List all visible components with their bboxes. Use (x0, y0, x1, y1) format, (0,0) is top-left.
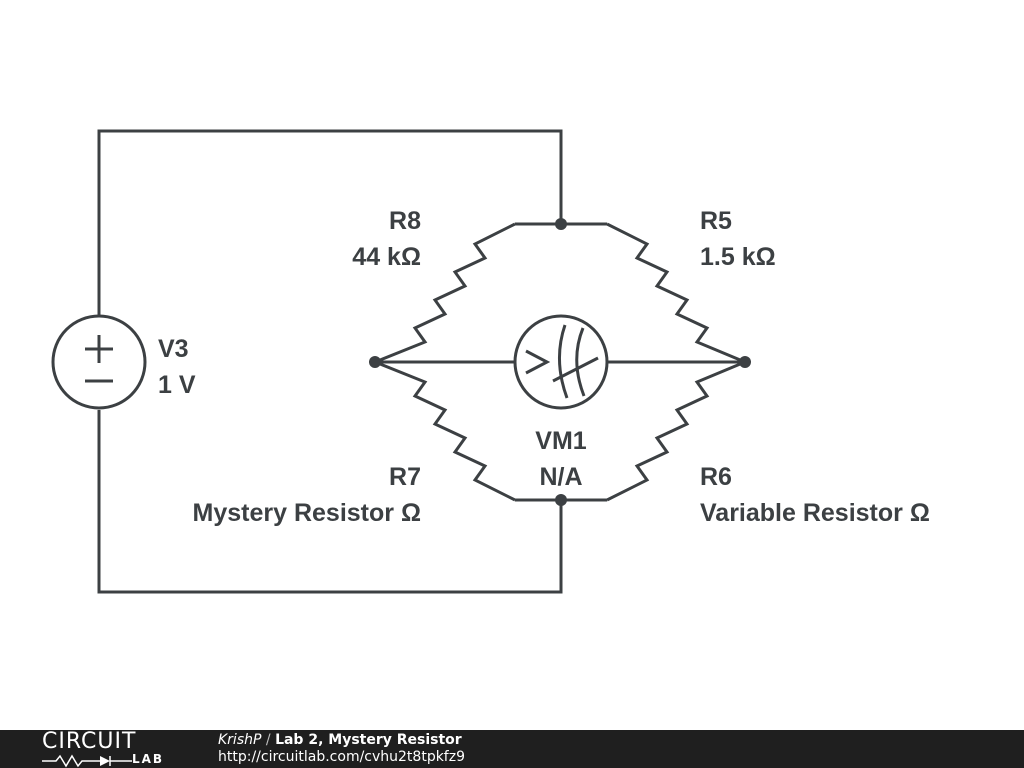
resistor-r8 (374, 222, 516, 364)
circuitlab-logo[interactable]: CIRCUIT LAB (42, 729, 182, 768)
r8-value: 44 kΩ (352, 243, 421, 271)
resistor-r5 (606, 222, 746, 364)
node-top (555, 218, 567, 230)
circuit-url[interactable]: http://circuitlab.com/cvhu2t8tpkfz9 (218, 749, 465, 765)
circuit-credit: KrishP / Lab 2, Mystery Resistor http://… (218, 732, 465, 766)
node-left (369, 356, 381, 368)
r5-name: R5 (700, 207, 732, 235)
wire-top-loop (97, 129, 563, 316)
footer-bar: CIRCUIT LAB KrishP / Lab 2, Mystery Resi… (0, 730, 1024, 768)
r5-value: 1.5 kΩ (700, 243, 776, 271)
node-bottom (555, 494, 567, 506)
voltmeter-arrow-icon (525, 349, 551, 375)
voltmeter-vm1 (513, 314, 609, 410)
credit-line: KrishP / Lab 2, Mystery Resistor (218, 732, 465, 749)
vm1-value: N/A (539, 463, 582, 491)
resistor-r6 (606, 360, 746, 502)
vm1-name: VM1 (535, 427, 587, 455)
resistor-r7 (374, 360, 516, 502)
r6-name: R6 (700, 463, 732, 491)
v3-name: V3 (158, 335, 189, 363)
logo-text-lab: LAB (132, 752, 165, 766)
author-link[interactable]: KrishP (218, 732, 262, 748)
voltage-source-circle (51, 314, 147, 410)
r8-name: R8 (389, 207, 421, 235)
wire-bottom-loop (97, 410, 563, 594)
logo-text-circuit: CIRCUIT (42, 729, 137, 754)
voltmeter-needle (552, 356, 599, 383)
circuit-schematic: V3 1 V R8 44 kΩ R5 1.5 kΩ VM1 N/A R7 Mys… (51, 129, 930, 594)
wires (97, 129, 745, 594)
r7-name: R7 (389, 463, 421, 491)
voltmeter-arc-1 (557, 324, 569, 399)
voltage-source-v3 (51, 314, 147, 410)
resistor-diode-icon (42, 754, 132, 768)
v3-value: 1 V (158, 371, 196, 399)
circuit-title[interactable]: Lab 2, Mystery Resistor (275, 732, 462, 748)
r6-value: Variable Resistor Ω (700, 499, 930, 527)
voltmeter-circle (513, 314, 609, 410)
credit-separator: / (261, 732, 276, 748)
node-right (739, 356, 751, 368)
junction-nodes (369, 218, 751, 506)
voltmeter-arc-2 (575, 327, 586, 397)
r7-value: Mystery Resistor Ω (193, 499, 421, 527)
